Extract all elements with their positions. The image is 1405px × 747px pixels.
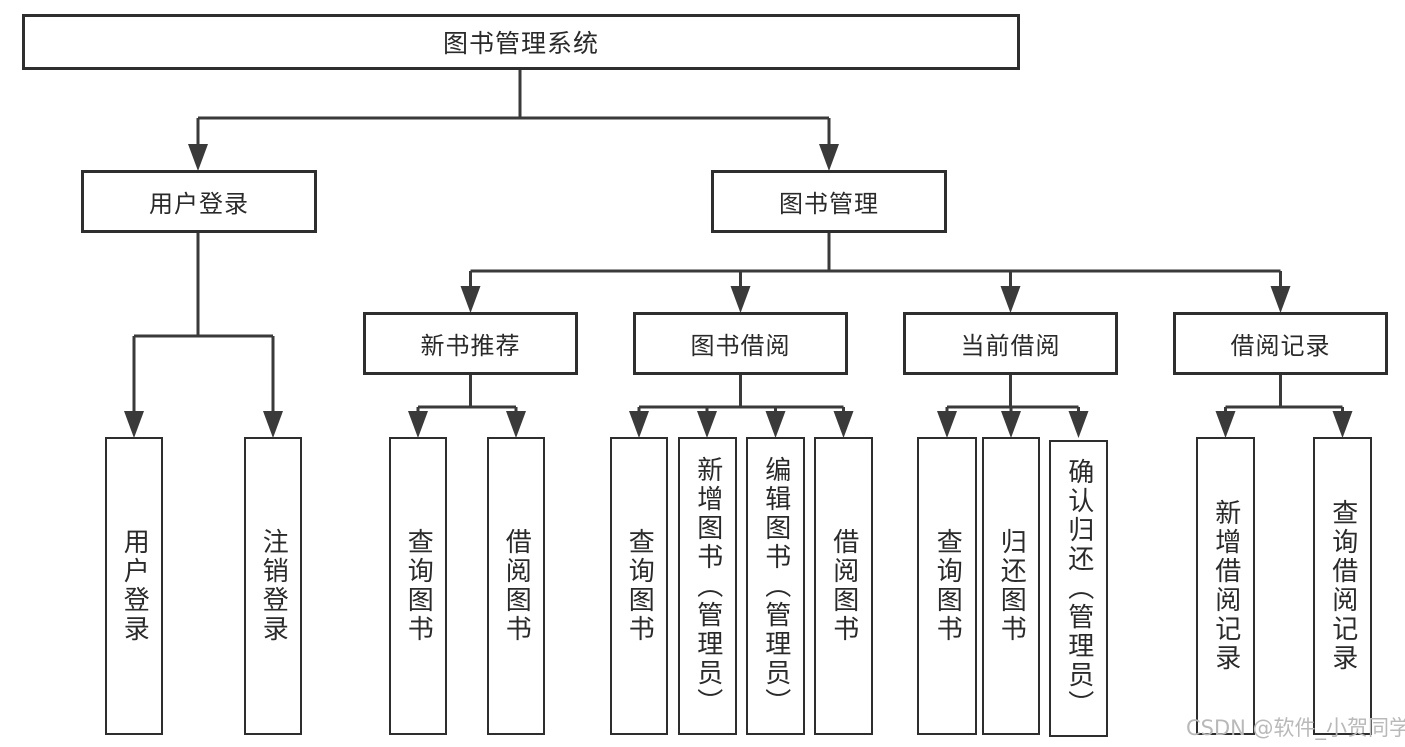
leaf-currentborrow-query-books: 查询图书 [917, 437, 977, 735]
leaf-bookborrow-edit-books-admin-label: 编辑图书（管理员） [760, 455, 791, 717]
leaf-user-login: 用户登录 [105, 437, 163, 735]
leaf-newbooks-borrow-books-label: 借阅图书 [501, 528, 532, 644]
node-new-book-recommend-label: 新书推荐 [420, 332, 521, 360]
node-borrow-records: 借阅记录 [1173, 312, 1388, 375]
arrowhead [833, 411, 854, 438]
node-book-management-label: 图书管理 [779, 190, 879, 218]
arrowhead [124, 411, 144, 438]
arrowhead [188, 144, 208, 171]
node-user-login: 用户登录 [81, 170, 317, 233]
arrowhead [819, 144, 839, 171]
leaf-bookborrow-add-books-admin: 新增图书（管理员） [678, 437, 737, 735]
leaf-bookborrow-edit-books-admin: 编辑图书（管理员） [746, 437, 805, 735]
node-book-management: 图书管理 [711, 170, 947, 233]
leaf-records-add-borrow-record: 新增借阅记录 [1196, 437, 1255, 735]
arrowhead [506, 411, 526, 438]
node-book-borrow: 图书借阅 [633, 312, 848, 375]
leaf-newbooks-query-books: 查询图书 [389, 437, 447, 735]
node-current-borrow: 当前借阅 [903, 312, 1118, 375]
leaf-records-add-borrow-record-label: 新增借阅记录 [1210, 499, 1241, 673]
leaf-currentborrow-confirm-return-admin: 确认归还（管理员） [1049, 440, 1108, 737]
arrowhead [460, 286, 481, 313]
csdn-watermark: CSDN @软件_小贺同学 [1186, 716, 1405, 740]
arrowhead [1000, 286, 1021, 313]
leaf-currentborrow-return-books-label: 归还图书 [996, 528, 1027, 644]
leaf-records-query-borrow-record-label: 查询借阅记录 [1327, 499, 1358, 673]
leaf-bookborrow-borrow-books: 借阅图书 [814, 437, 873, 735]
node-borrow-records-label: 借阅记录 [1230, 332, 1331, 360]
node-root-system: 图书管理系统 [22, 14, 1020, 70]
arrowhead [1215, 411, 1236, 438]
node-root-label: 图书管理系统 [442, 29, 599, 58]
arrowhead [937, 411, 957, 438]
arrowhead [1332, 411, 1353, 438]
node-new-book-recommend: 新书推荐 [363, 312, 578, 375]
leaf-records-query-borrow-record: 查询借阅记录 [1313, 437, 1372, 735]
leaf-logout: 注销登录 [244, 437, 302, 735]
arrowhead [1001, 411, 1021, 438]
arrowhead [629, 411, 649, 438]
arrowhead [1270, 286, 1291, 313]
node-book-borrow-label: 图书借阅 [690, 332, 791, 360]
leaf-user-login-label: 用户登录 [119, 528, 150, 644]
leaf-currentborrow-return-books: 归还图书 [982, 437, 1040, 735]
leaf-bookborrow-add-books-admin-label: 新增图书（管理员） [692, 455, 723, 717]
arrowhead [408, 411, 428, 438]
arrowhead [730, 286, 751, 313]
node-current-borrow-label: 当前借阅 [960, 332, 1061, 360]
leaf-bookborrow-borrow-books-label: 借阅图书 [828, 528, 859, 644]
arrowhead [263, 411, 283, 438]
arrowhead [1068, 411, 1089, 438]
arrowhead [697, 411, 717, 438]
leaf-currentborrow-confirm-return-admin-label: 确认归还（管理员） [1063, 458, 1094, 719]
leaf-newbooks-borrow-books: 借阅图书 [487, 437, 545, 735]
leaf-currentborrow-query-books-label: 查询图书 [932, 528, 963, 644]
leaf-bookborrow-query-books: 查询图书 [610, 437, 668, 735]
arrowheads [124, 144, 1353, 438]
leaf-newbooks-query-books-label: 查询图书 [403, 528, 434, 644]
arrowhead [765, 411, 786, 438]
node-user-login-label: 用户登录 [149, 190, 249, 218]
leaf-logout-label: 注销登录 [258, 528, 289, 644]
leaf-bookborrow-query-books-label: 查询图书 [624, 528, 655, 644]
